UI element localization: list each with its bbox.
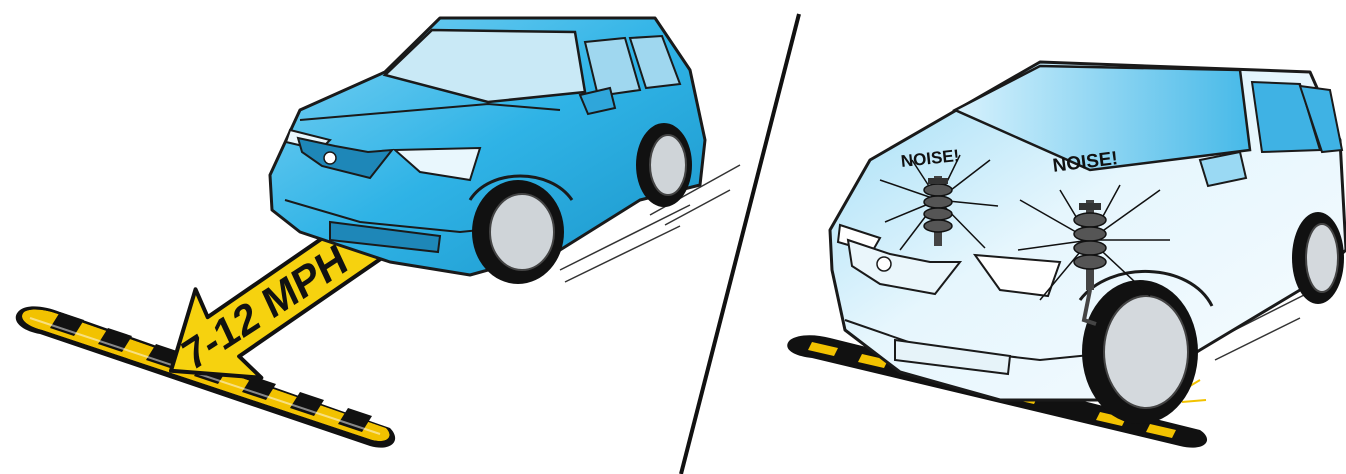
impact-panel: NOISE! xyxy=(787,62,1346,448)
panel-divider xyxy=(681,14,799,474)
car-approaching xyxy=(270,18,740,284)
approach-panel: 7-12 MPH xyxy=(16,18,740,448)
car-on-bump: NOISE! xyxy=(830,62,1346,424)
